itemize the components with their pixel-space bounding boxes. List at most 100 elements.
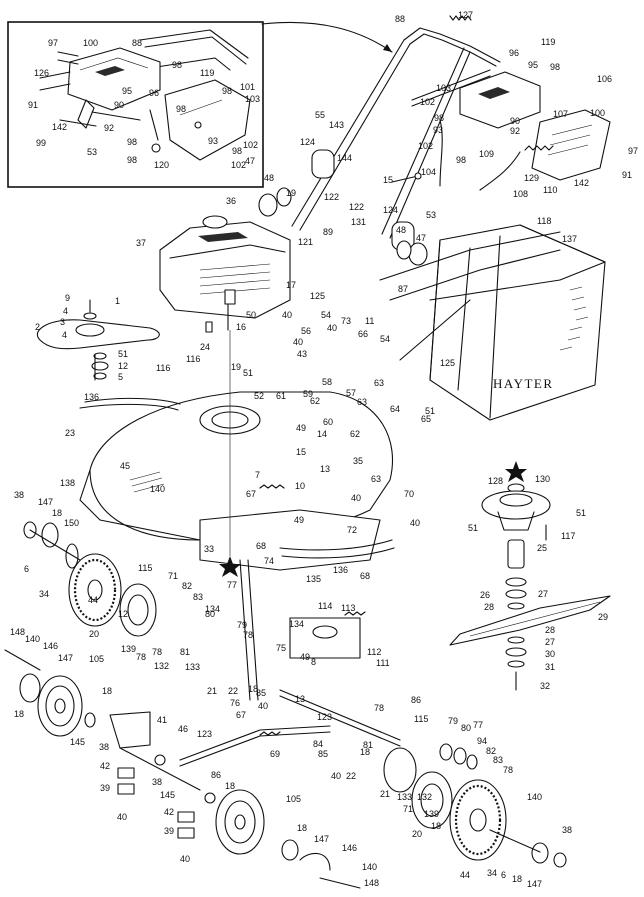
- part-label: 20: [412, 829, 422, 839]
- part-label: 96: [149, 88, 159, 98]
- part-label: 25: [537, 543, 547, 553]
- part-label: 40: [180, 854, 190, 864]
- part-label: 86: [411, 695, 421, 705]
- part-label: 49: [294, 515, 304, 525]
- part-label: 49: [296, 423, 306, 433]
- part-label: 11: [365, 316, 374, 326]
- part-label: 12: [118, 361, 128, 371]
- part-label: 48: [396, 225, 406, 235]
- part-label: 39: [164, 826, 174, 836]
- part-label: 5: [118, 372, 123, 382]
- part-label: 1: [115, 296, 120, 306]
- part-label: 78: [243, 630, 253, 640]
- part-label: 3: [60, 317, 65, 327]
- part-label: 26: [480, 590, 490, 600]
- part-label: 16: [236, 322, 246, 332]
- part-label: 85: [256, 688, 266, 698]
- part-label: 142: [574, 178, 589, 188]
- part-label: 63: [357, 397, 367, 407]
- part-label: 89: [323, 227, 333, 237]
- inset-detail: [7, 21, 393, 188]
- part-label: 23: [65, 428, 75, 438]
- part-label: 132: [154, 661, 169, 671]
- mower-deck: [79, 391, 395, 571]
- part-label: 102: [231, 160, 246, 170]
- part-label: 41: [157, 715, 167, 725]
- part-label: 103: [436, 83, 451, 93]
- part-label: 101: [240, 82, 255, 92]
- part-label: 34: [39, 589, 49, 599]
- part-label: 124: [383, 205, 398, 215]
- part-label: 85: [318, 749, 328, 759]
- part-label: 18: [512, 874, 522, 884]
- part-label: 120: [154, 160, 169, 170]
- part-label: 110: [543, 185, 557, 195]
- part-label: 51: [243, 368, 253, 378]
- part-label: 18: [102, 686, 112, 696]
- part-label: 59: [303, 389, 313, 399]
- part-label: 27: [545, 637, 555, 647]
- part-label: 67: [236, 710, 246, 720]
- part-label: 139: [121, 644, 136, 654]
- part-label: 81: [363, 740, 373, 750]
- part-label: 62: [310, 396, 320, 406]
- part-label: 70: [404, 489, 414, 499]
- part-label: 48: [264, 173, 274, 183]
- part-label: 126: [34, 68, 49, 78]
- part-label: 55: [315, 110, 325, 120]
- part-label: 24: [200, 342, 210, 352]
- part-label: 130: [535, 474, 550, 484]
- part-label: 81: [180, 647, 190, 657]
- part-label: 105: [286, 794, 301, 804]
- part-label: 132: [417, 792, 432, 802]
- part-label: 98: [222, 86, 232, 96]
- part-label: 95: [122, 86, 132, 96]
- part-label: 98: [456, 155, 466, 165]
- part-label: 39: [100, 783, 110, 793]
- part-label: 22: [346, 771, 356, 781]
- part-label: 62: [350, 429, 360, 439]
- front-left-wheel: [37, 675, 83, 737]
- grass-collector: HAYTER: [379, 224, 606, 421]
- part-label: 80: [461, 723, 471, 733]
- part-label: 78: [152, 647, 162, 657]
- part-label: 140: [527, 792, 542, 802]
- inset-leader-arrowhead: [383, 44, 392, 52]
- part-label: 69: [270, 749, 280, 759]
- part-label: 135: [306, 574, 321, 584]
- part-label: 21: [380, 789, 390, 799]
- part-label: 22: [228, 686, 238, 696]
- part-label: 136: [333, 565, 348, 575]
- part-label: 118: [537, 216, 551, 226]
- part-label: 42: [164, 807, 174, 817]
- part-label: 115: [414, 714, 428, 724]
- blade-assembly: [449, 461, 611, 691]
- part-label: 127: [458, 10, 473, 20]
- handle-assembly: [258, 15, 611, 266]
- part-label: 64: [390, 404, 400, 414]
- part-label: 44: [88, 595, 98, 605]
- part-label: 123: [197, 729, 212, 739]
- part-label: 100: [83, 38, 98, 48]
- part-label: 147: [58, 653, 73, 663]
- part-label: 136: [84, 392, 99, 402]
- part-label: 145: [160, 790, 175, 800]
- part-label: 38: [99, 742, 109, 752]
- part-label: 51: [425, 406, 435, 416]
- part-label: 52: [254, 391, 264, 401]
- front-right-wheel: [215, 789, 265, 855]
- part-label: 88: [395, 14, 405, 24]
- part-label: 32: [540, 681, 550, 691]
- part-label: 93: [433, 125, 443, 135]
- part-label: 115: [138, 563, 152, 573]
- part-label: 92: [104, 123, 114, 133]
- part-label: 40: [331, 771, 341, 781]
- height-adjust-linkage: [179, 559, 401, 767]
- part-label: 93: [208, 136, 218, 146]
- part-label: 40: [327, 323, 337, 333]
- part-label: 35: [353, 456, 363, 466]
- part-label: 98: [127, 155, 137, 165]
- part-label: 94: [477, 736, 487, 746]
- part-label: 140: [150, 484, 165, 494]
